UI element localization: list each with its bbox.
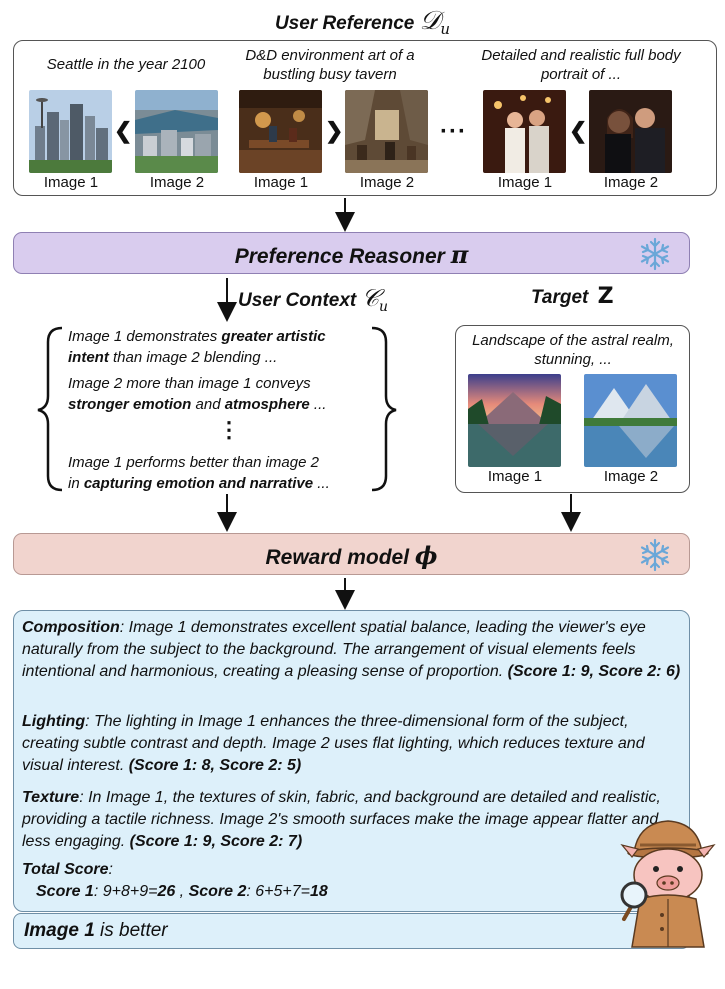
portrait-image-1: [483, 90, 566, 173]
composition-paragraph: Composition: Image 1 demonstrates excell…: [22, 619, 681, 680]
diagram-header: User Reference 𝒟u: [0, 6, 725, 38]
target-image-label-1: Image 1: [487, 468, 543, 485]
target-label: Target Z: [531, 284, 614, 309]
composition-score: (Score 1: 9, Score 2: 6): [507, 663, 681, 680]
lighting-score: (Score 1: 8, Score 2: 5): [128, 757, 302, 774]
reward-model-label: Reward model ϕ: [13, 541, 690, 570]
user-context-subscript: u: [379, 298, 389, 315]
preference-reasoner-block: [13, 232, 690, 274]
context-line-2: intent than image 2 blending ...: [68, 349, 278, 366]
user-context-symbol: 𝒞: [361, 284, 380, 312]
ref-image-label-4: Image 2: [359, 174, 415, 191]
reward-output-panel: [13, 610, 690, 912]
vertical-ellipsis-icon: ⋮: [218, 417, 240, 442]
context-line-1: Image 1 demonstrates greater artistic: [68, 328, 326, 345]
header-subscript: u: [440, 19, 451, 38]
compare-less-icon-2: ❮: [569, 118, 588, 143]
ref-image-label-5: Image 1: [497, 174, 553, 191]
ref-image-label-6: Image 2: [603, 174, 659, 191]
lighting-paragraph: Lighting: The lighting in Image 1 enhanc…: [22, 713, 645, 774]
reference-prompt-2: D&D environment art of a bustling busy t…: [245, 47, 415, 83]
preference-reasoner-label: Preference Reasoner π: [13, 240, 690, 269]
target-prompt: Landscape of the astral realm, stunning,…: [472, 332, 674, 368]
reference-prompt-3: Detailed and realistic full body portrai…: [481, 47, 681, 83]
context-line-6: in capturing emotion and narrative ...: [68, 475, 330, 492]
seattle-image-2: [135, 90, 218, 173]
compare-greater-icon: ❯: [325, 118, 344, 143]
texture-score: (Score 1: 9, Score 2: 7): [129, 833, 303, 850]
user-context-label: User Context 𝒞u: [238, 284, 388, 315]
texture-paragraph: Texture: In Image 1, the textures of ski…: [22, 789, 661, 850]
target-image-label-2: Image 2: [603, 468, 659, 485]
verdict-text: Image 1 is better: [24, 920, 168, 941]
portrait-image-2: [589, 90, 672, 173]
context-line-5: Image 1 performs better than image 2: [68, 454, 319, 471]
preference-reasoner-symbol: π: [450, 240, 469, 269]
total-score-heading: Total Score:: [22, 861, 113, 878]
tavern-image-1: [239, 90, 322, 173]
user-context-text: User Context: [238, 290, 357, 311]
verdict-winner: Image 1: [24, 920, 95, 941]
landscape-image-2: [584, 374, 677, 467]
reward-model-symbol: ϕ: [414, 541, 438, 570]
verdict-panel: [13, 913, 690, 949]
tavern-image-2: [345, 90, 428, 173]
compare-less-icon-1: ❮: [114, 118, 133, 143]
reference-prompt-1: Seattle in the year 2100: [46, 56, 206, 73]
snowflake-icon: [638, 237, 672, 276]
ref-image-label-1: Image 1: [43, 174, 99, 191]
reward-model-block: [13, 533, 690, 575]
total-score-line: Score 1: 9+8+9=26 , Score 2: 6+5+7=18: [36, 883, 328, 900]
composition-heading: Composition: [22, 619, 120, 636]
context-line-3: Image 2 more than image 1 conveys: [68, 375, 311, 392]
detective-pig-mascot: [618, 815, 716, 955]
header-symbol: 𝒟: [419, 6, 441, 36]
lighting-heading: Lighting: [22, 713, 86, 730]
snowflake-icon: [638, 538, 672, 577]
ref-image-label-3: Image 1: [253, 174, 309, 191]
reward-model-text: Reward model: [265, 546, 410, 569]
landscape-image-1: [468, 374, 561, 467]
texture-heading: Texture: [22, 789, 80, 806]
target-text: Target: [531, 287, 589, 308]
header-title: User Reference: [274, 13, 415, 34]
ellipsis-icon: ···: [440, 118, 467, 145]
context-line-4: stronger emotion and atmosphere ...: [68, 396, 327, 413]
ref-image-label-2: Image 2: [149, 174, 205, 191]
target-symbol: Z: [597, 284, 614, 309]
seattle-image-1: [29, 90, 112, 173]
preference-reasoner-text: Preference Reasoner: [234, 245, 445, 268]
